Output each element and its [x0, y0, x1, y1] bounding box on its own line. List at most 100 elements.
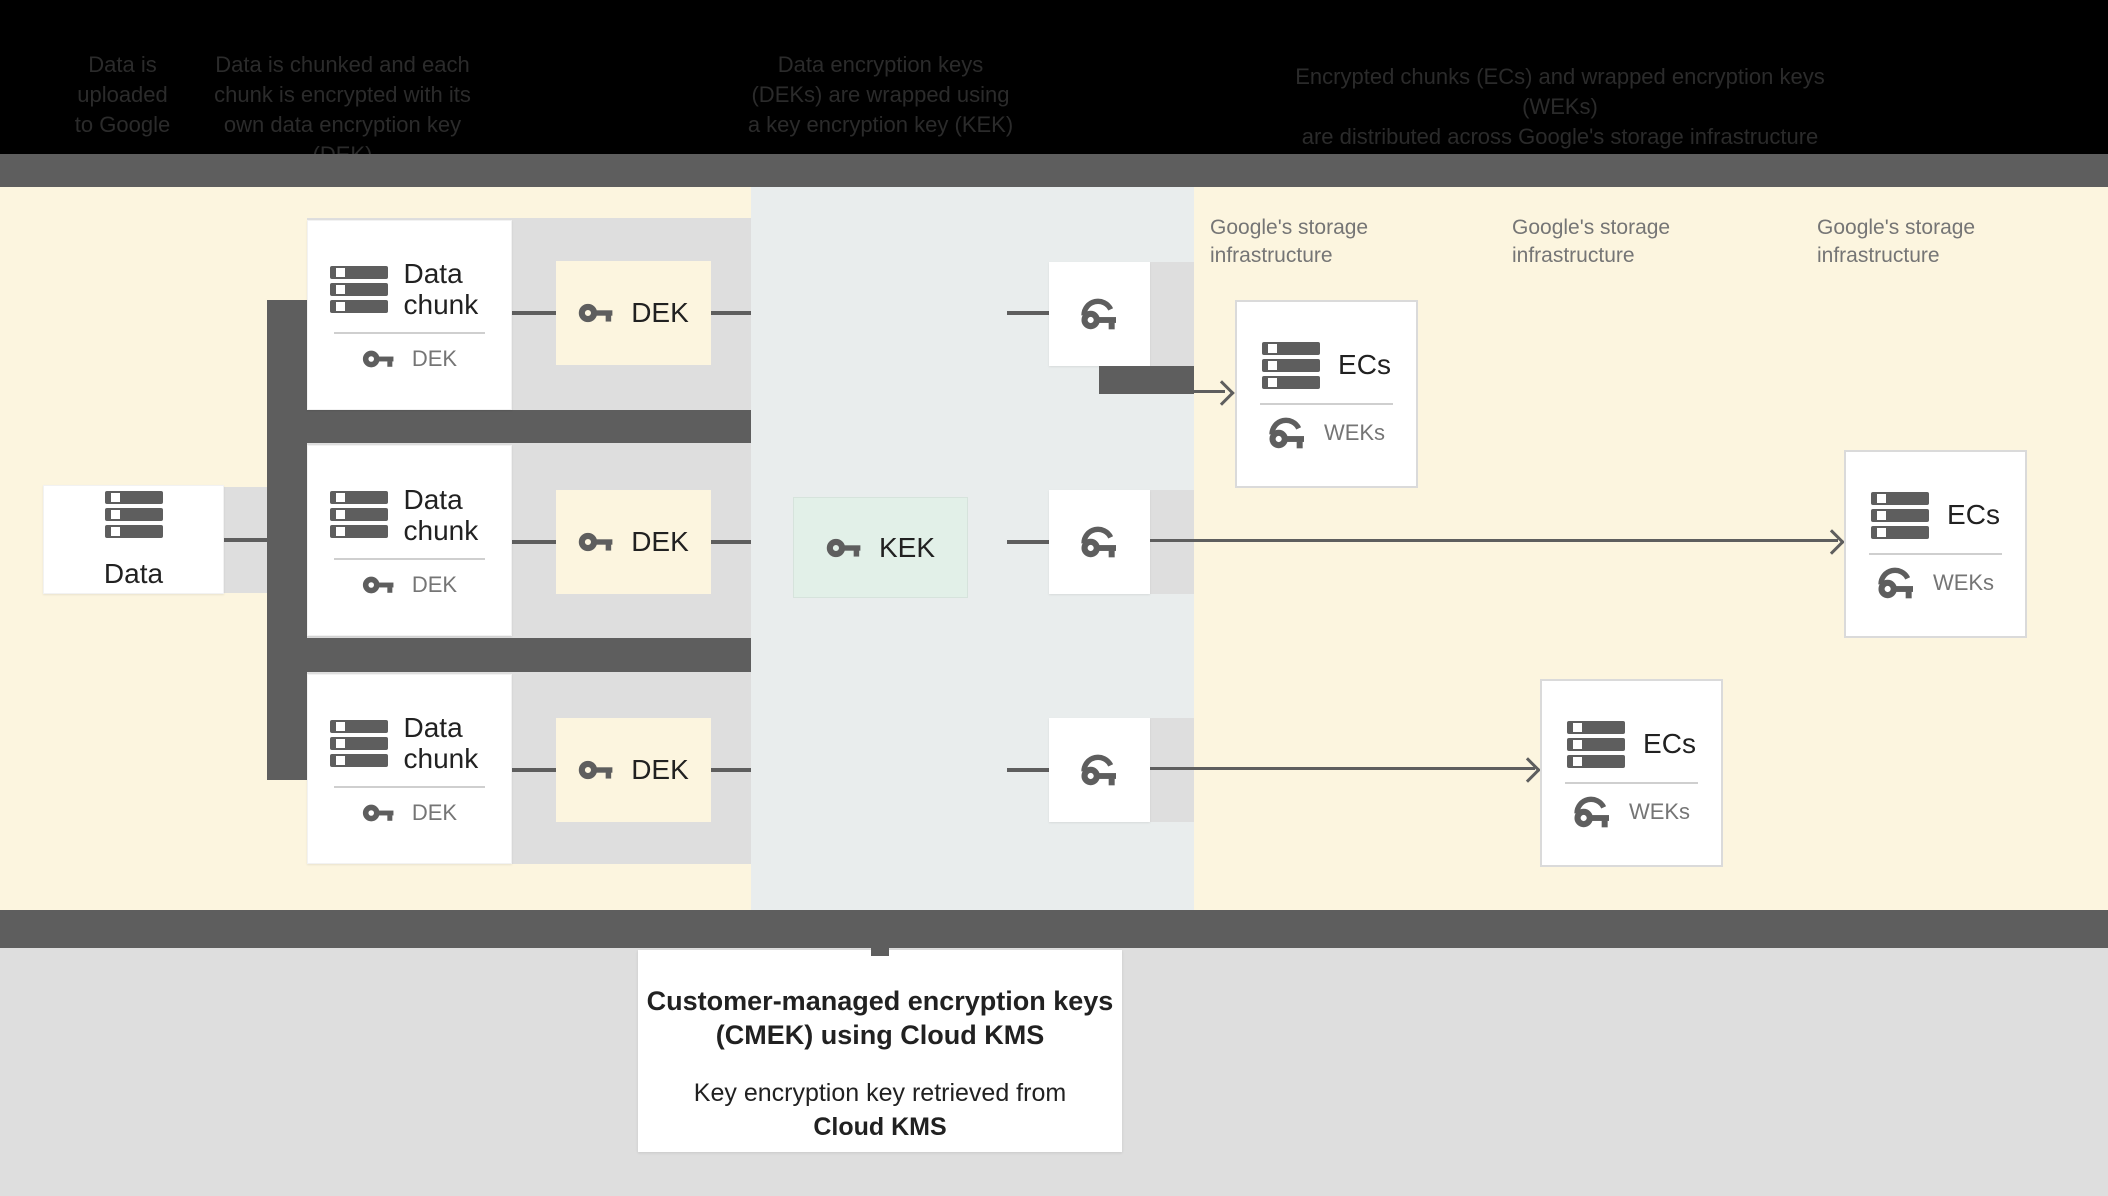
database-stack-icon [329, 264, 388, 315]
header-step-1-line: to Google [74, 112, 171, 137]
dek-box: DEK [556, 490, 711, 594]
box-divider [1869, 552, 2002, 555]
ecs-box: ECs WEKs [1844, 450, 2027, 638]
storage-label-line: infrastructure [1210, 244, 1333, 267]
data-chunk-label: Data chunk [403, 712, 479, 774]
storage-infrastructure-label: Google's storage infrastructure [1512, 214, 1732, 270]
header-step-1-line: Data is [88, 52, 157, 77]
connector-data-to-bracket [224, 538, 267, 542]
storage-infrastructure-label: Google's storage infrastructure [1817, 214, 2037, 270]
storage-label-line: Google's storage [1512, 216, 1671, 239]
chunk-dek-label: DEK [411, 346, 458, 371]
header-step-3-line: a key encryption key (KEK) [747, 112, 1014, 137]
data-split-bracket [267, 300, 307, 780]
cmek-callout-title: Customer-managed encryption keys (CMEK) … [638, 984, 1122, 1052]
wrapped-key-icon [1573, 796, 1613, 828]
connector-kms-to-wrapped-key [1007, 768, 1049, 772]
dek-box-label: DEK [631, 754, 689, 785]
data-chunk-label: Data chunk [403, 483, 479, 546]
connector-kms-to-wrapped-key [1007, 540, 1049, 544]
storage-infrastructure-label: Google's storage infrastructure [1210, 214, 1430, 270]
header-step-4-line: are distributed across Google's storage … [1301, 124, 1819, 149]
key-icon [362, 349, 396, 369]
key-icon [826, 537, 863, 559]
weks-label: WEKs [1628, 798, 1691, 824]
header-step-3-line: Data encryption keys [777, 52, 984, 77]
arrow-to-ecs-1 [1193, 390, 1225, 393]
data-chunk-box: Data chunk DEK [307, 445, 512, 636]
wrapped-key-box [1049, 262, 1150, 366]
header-step-3: Data encryption keys (DEKs) are wrapped … [713, 50, 1048, 140]
top-divider-band [0, 154, 2108, 187]
connector-elbow [1099, 366, 1194, 394]
database-stack-icon [1262, 340, 1321, 391]
storage-label-line: infrastructure [1512, 244, 1635, 267]
header-step-2-line: Data is chunked and each [215, 52, 470, 77]
row-separator-bar [267, 638, 751, 672]
header-step-2: Data is chunked and each chunk is encryp… [205, 50, 480, 170]
connector-dek-to-kms [711, 768, 751, 772]
database-stack-icon [329, 489, 388, 540]
wrapped-key-track [1150, 490, 1194, 594]
data-chunk-box: Data chunk DEK [307, 220, 512, 410]
cmek-title-line: Customer-managed encryption keys [646, 986, 1114, 1016]
bottom-divider-band [0, 910, 2108, 948]
arrow-to-ecs-2 [1150, 539, 1838, 542]
arrow-to-ecs-3 [1150, 767, 1535, 770]
connector-dek-to-kms [711, 540, 751, 544]
weks-label: WEKs [1932, 569, 1995, 595]
key-icon [362, 803, 396, 823]
dek-box-label: DEK [631, 526, 689, 557]
data-chunk-box: Data chunk DEK [307, 674, 512, 864]
dek-box: DEK [556, 718, 711, 822]
database-stack-icon [1567, 719, 1626, 770]
box-divider [1565, 781, 1698, 784]
ecs-box-label: ECs [1643, 728, 1696, 759]
dek-box-label: DEK [631, 297, 689, 328]
data-box: Data [43, 485, 224, 594]
connector-chunk-to-dek [512, 540, 556, 544]
database-stack-icon [1871, 490, 1930, 541]
weks-label: WEKs [1323, 419, 1386, 445]
database-stack-icon [329, 718, 388, 769]
cmek-body-line: Cloud KMS [813, 1113, 947, 1141]
wrapped-key-icon [1268, 417, 1308, 449]
cmek-callout-box: Customer-managed encryption keys (CMEK) … [638, 950, 1122, 1152]
wrapped-key-track [1150, 718, 1194, 822]
ecs-box: ECs WEKs [1540, 679, 1723, 867]
data-box-label: Data [103, 558, 164, 589]
connector-kms-to-wrapped-key [1007, 311, 1049, 315]
header-banner [0, 0, 2108, 154]
ecs-box-label: ECs [1338, 349, 1391, 380]
storage-label-line: Google's storage [1210, 216, 1369, 239]
key-icon [362, 575, 396, 595]
header-step-2-line: chunk is encrypted with its [214, 82, 471, 107]
storage-label-line: infrastructure [1817, 244, 1940, 267]
kek-box: KEK [793, 497, 968, 598]
box-divider [334, 557, 485, 560]
key-icon [578, 759, 615, 781]
wrapped-key-box [1049, 490, 1150, 594]
header-step-1: Data is uploaded to Google [30, 50, 215, 140]
header-step-1-line: uploaded [77, 82, 168, 107]
wrapped-key-icon [1877, 567, 1917, 599]
dek-box: DEK [556, 261, 711, 365]
cmek-callout-body: Key encryption key retrieved from Cloud … [638, 1076, 1122, 1144]
box-divider [334, 786, 485, 788]
database-stack-icon [104, 489, 163, 540]
wrapped-key-icon [1080, 754, 1120, 786]
callout-pointer [871, 946, 889, 956]
storage-label-line: Google's storage [1817, 216, 1976, 239]
wrapped-key-track [1150, 262, 1194, 366]
cmek-body-line: Key encryption key retrieved from [693, 1079, 1067, 1107]
chunk-dek-label: DEK [411, 571, 458, 597]
row-separator-bar [267, 410, 751, 443]
connector-dek-to-kms [711, 311, 751, 315]
header-step-4: Encrypted chunks (ECs) and wrapped encry… [1280, 62, 1840, 152]
key-icon [578, 531, 615, 553]
chunk-dek-label: DEK [411, 800, 458, 825]
ecs-box: ECs WEKs [1235, 300, 1418, 488]
box-divider [334, 332, 485, 334]
key-icon [578, 302, 615, 324]
